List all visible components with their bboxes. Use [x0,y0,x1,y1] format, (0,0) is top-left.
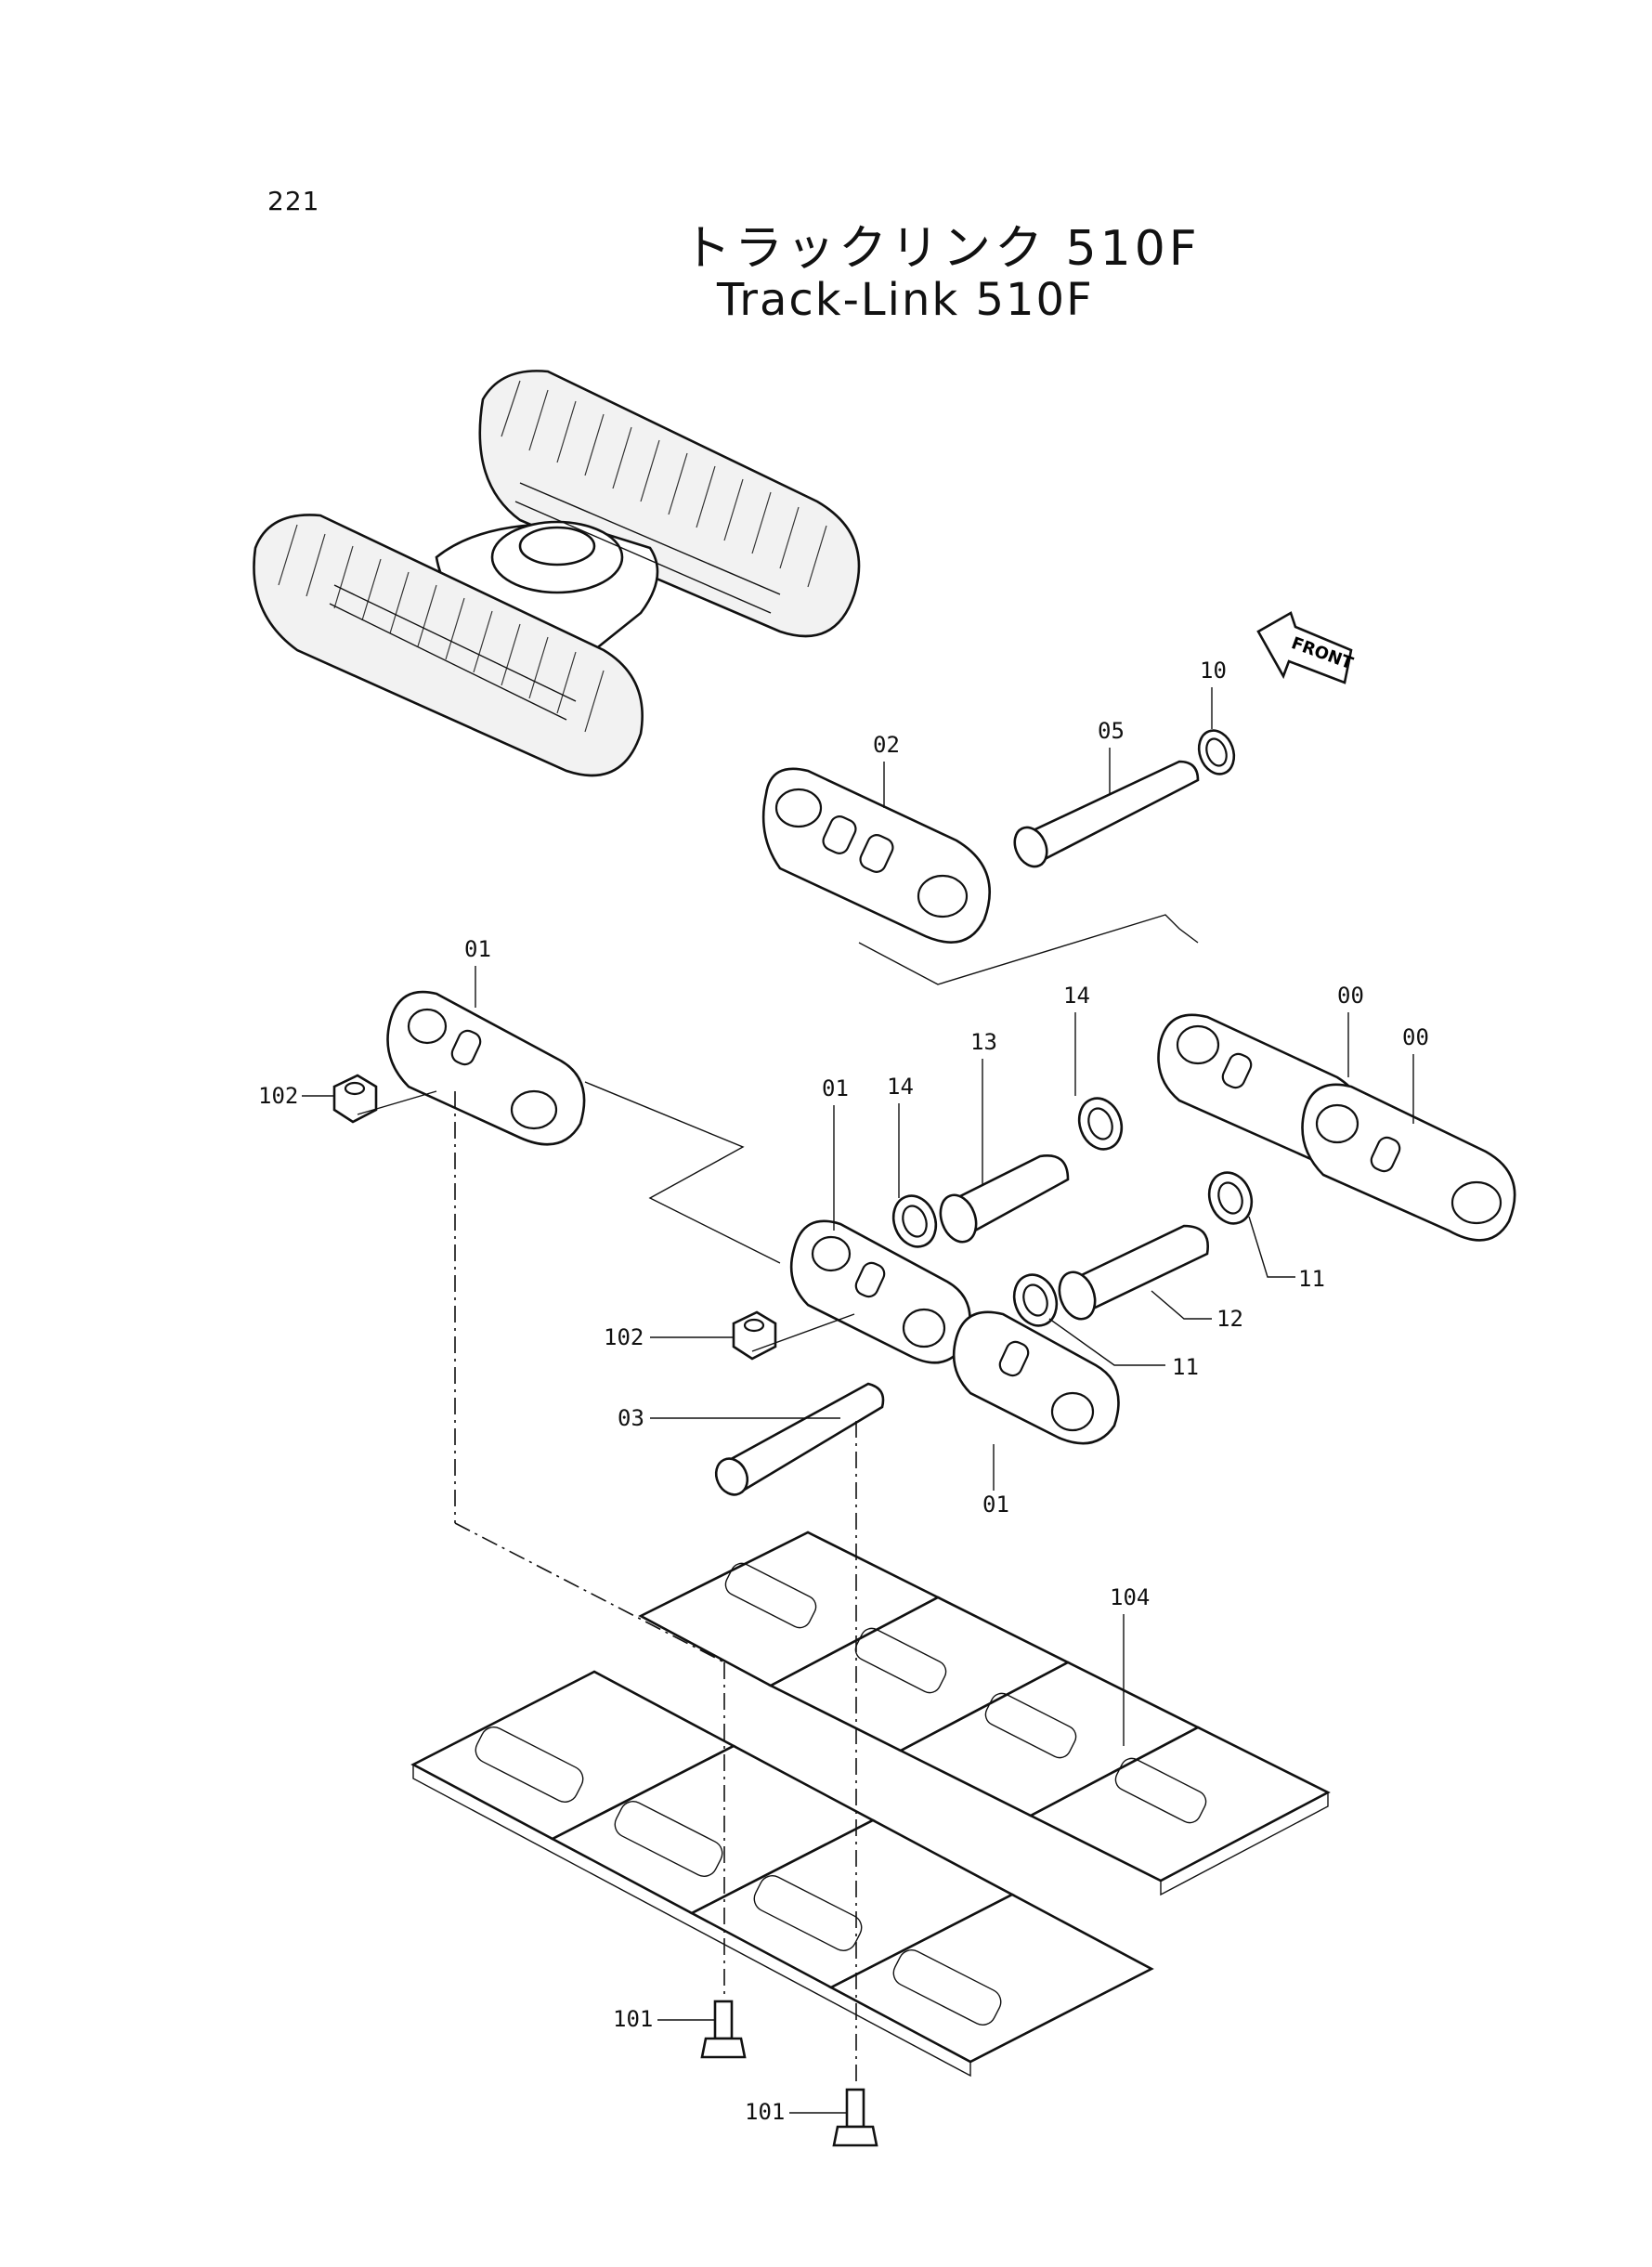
assembly-guide-lines [357,914,1199,2085]
part-seal-11-upper [1207,1171,1254,1225]
callout-00-b: 00 [1402,1024,1429,1124]
part-bolt-101-lower [832,2088,878,2147]
part-bushing-12 [1058,1224,1210,1321]
callout-01-left: 01 [464,936,491,1008]
callout-13: 13 [970,1029,997,1184]
callout-14-left: 14 [887,1074,914,1198]
callout-05: 05 [1098,718,1125,794]
part-nut-102-lower [732,1310,777,1361]
part-nut-102-upper [332,1074,378,1124]
callout-13-label: 13 [970,1029,997,1055]
callout-11-right-label: 11 [1298,1266,1325,1292]
callout-104-label: 104 [1110,1584,1150,1610]
front-arrow-icon: FRONT [1256,611,1356,684]
part-link-00-pair [1157,1013,1516,1242]
part-seal-14-lower [891,1194,938,1248]
callout-12-label: 12 [1216,1306,1243,1332]
callout-01-lower-label: 01 [982,1492,1009,1518]
callout-03-label: 03 [618,1405,644,1431]
part-pin-03 [714,1382,885,1496]
page-number: 221 [267,186,320,216]
part-bolt-101-upper [700,2000,747,2059]
part-link-01-center [789,1219,1120,1445]
callout-14-right-label: 14 [1063,983,1090,1009]
callout-101-lower: 101 [745,2099,847,2125]
callout-102-lower: 102 [604,1324,734,1350]
callout-02-label: 02 [873,732,900,758]
callout-10: 10 [1200,658,1227,729]
callout-01-center-label: 01 [822,1075,849,1101]
callout-02: 02 [873,732,900,808]
part-ring-10 [1197,729,1236,775]
part-bushing-13 [939,1153,1070,1244]
title-japanese: トラックリンク 510F [683,221,1201,277]
part-seal-14-upper [1077,1097,1124,1151]
part-link-02 [761,767,992,944]
callout-01-lower: 01 [982,1444,1009,1518]
part-seal-11-lower [1012,1273,1059,1327]
callout-101-upper-label: 101 [613,2006,653,2032]
part-link-01-left [386,990,586,1146]
callout-00-a-label: 00 [1337,983,1364,1009]
callout-104: 104 [1110,1584,1150,1746]
callout-01-center: 01 [822,1075,849,1231]
title-english: Track-Link 510F [717,274,1094,326]
callout-14-right: 14 [1063,983,1090,1096]
callout-102-upper: 102 [258,1083,334,1109]
callout-11-lower-label: 11 [1172,1354,1199,1380]
callout-05-label: 05 [1098,718,1125,744]
callout-14-left-label: 14 [887,1074,914,1100]
callout-01-left-label: 01 [464,936,491,962]
part-shoes-104 [410,1531,1331,2078]
callout-10-label: 10 [1200,658,1227,684]
callout-102-lower-label: 102 [604,1324,644,1350]
undercarriage-overview [253,370,861,777]
callout-101-upper: 101 [613,2006,715,2032]
part-pin-05 [1013,760,1200,868]
callouts: 10 05 02 01 102 14 13 14 [258,658,1429,2125]
callout-00-a: 00 [1337,983,1364,1077]
callout-03: 03 [618,1405,840,1431]
callout-00-b-label: 00 [1402,1024,1429,1050]
callout-12: 12 [1151,1290,1243,1332]
callout-11-lower: 11 [1048,1318,1199,1380]
callout-11-right: 11 [1248,1216,1325,1292]
callout-101-lower-label: 101 [745,2099,785,2125]
callout-102-upper-label: 102 [258,1083,298,1109]
